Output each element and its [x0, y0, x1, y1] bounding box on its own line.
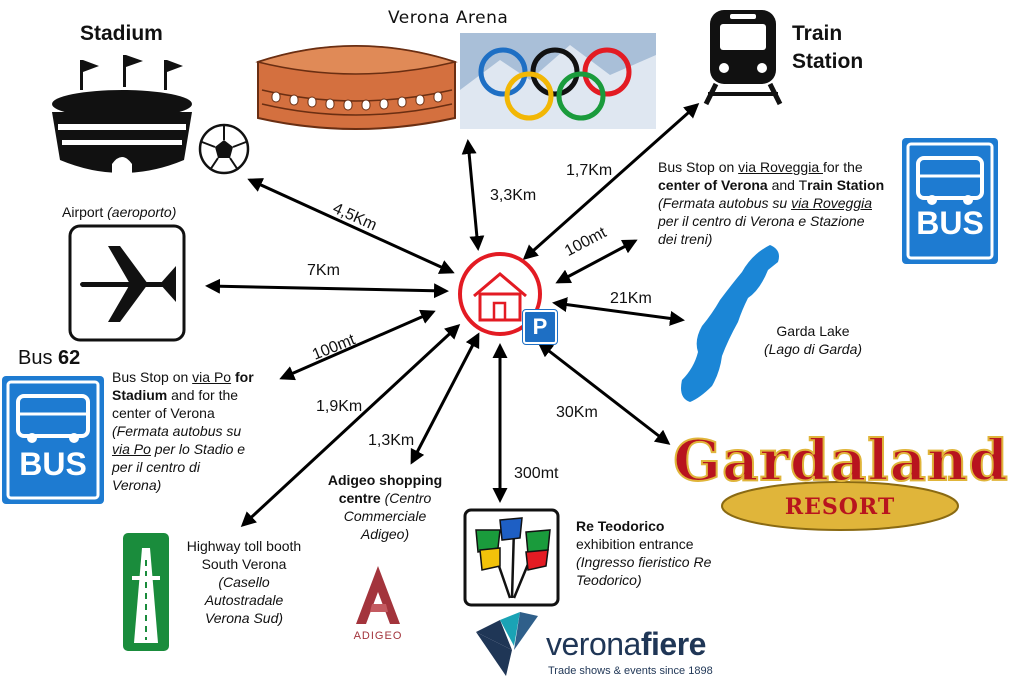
highway-label: Highway toll booth South Verona (Casello…: [174, 537, 314, 627]
teodorico-label: Re Teodorico exhibition entrance (Ingres…: [576, 517, 746, 589]
stadium-title: Stadium: [80, 22, 163, 45]
t: exhibition entrance: [576, 536, 694, 552]
adigeo-label: Adigeo shopping centre (Centro Commercia…: [322, 471, 448, 543]
t: per il centro di: [112, 459, 200, 475]
t: Bus Stop on: [658, 159, 739, 175]
arrow-adigeo: [410, 332, 480, 465]
t: for the: [823, 159, 863, 175]
motorway-sign-icon: [123, 533, 169, 651]
arena-title: Verona Arena: [388, 8, 509, 28]
t: rain Station: [807, 177, 885, 193]
t: Verona Sud): [204, 610, 284, 626]
distance-arena: 3,3Km: [490, 187, 537, 204]
arrow-arena: [461, 139, 485, 251]
olympic-rings-icon: [460, 33, 656, 129]
t: centre: [338, 490, 381, 506]
parking-badge: P: [522, 309, 558, 345]
via-roveggia-link: via Roveggia: [738, 159, 823, 175]
distance-gardaland: 30Km: [556, 404, 598, 421]
arrow-airport: [205, 278, 449, 299]
t: Stadium: [112, 387, 168, 403]
soccer-ball-icon: [198, 123, 250, 175]
t: per il centro di Verona e Stazione: [658, 213, 865, 229]
distance-train: 1,7Km: [566, 162, 613, 179]
distance-adigeo: 1,3Km: [368, 432, 415, 449]
t: fiere: [640, 626, 707, 662]
airport-title: Airport (aeroporto): [62, 203, 176, 221]
t: Autostradale: [204, 592, 284, 608]
t: South Verona: [201, 556, 287, 572]
t: Garda Lake: [776, 323, 850, 339]
t: Verona): [112, 477, 162, 493]
t: Airport: [62, 204, 108, 220]
distance-airport: 7Km: [307, 262, 340, 279]
arrow-gardaland: [537, 342, 671, 445]
adigeo-logo-text: ADIGEO: [353, 630, 403, 642]
lake-icon: [681, 245, 779, 402]
adigeo-logo: [338, 556, 418, 652]
t: Re Teodorico: [576, 518, 665, 534]
arrow-stadium: [247, 178, 455, 274]
arrow-garda: [552, 297, 685, 326]
train-title-line1: Train: [792, 22, 843, 45]
t: for: [231, 369, 254, 385]
gardaland-title: Gardaland: [672, 427, 1009, 495]
t: and T: [767, 177, 808, 193]
flags-icon: [463, 508, 560, 607]
t: Teodorico): [576, 572, 642, 588]
t: Commerciale: [343, 508, 427, 524]
veronafiere-tagline: Trade shows & events since 1898: [548, 665, 713, 677]
garda-label: Garda Lake (Lago di Garda): [758, 322, 868, 358]
gardaland-logo: [721, 481, 959, 531]
distance-teodorico: 300mt: [514, 465, 559, 482]
bus-sign-roveggia: [902, 138, 998, 264]
train-title: Train Station: [792, 20, 863, 76]
distance-highway: 1,9Km: [316, 398, 363, 415]
t: center of Verona: [658, 177, 768, 193]
arrow-train: [522, 103, 700, 260]
arena-icon: [255, 45, 458, 130]
airplane-icon: [68, 224, 186, 342]
t: Highway toll booth: [186, 538, 302, 554]
t: (Lago di Garda): [763, 341, 863, 357]
t: (aeroporto): [107, 204, 177, 220]
t: (Ingresso fieristico Re: [576, 554, 712, 570]
train-icon: [703, 10, 783, 106]
t: via Roveggia: [791, 195, 872, 211]
t: via Po: [112, 441, 151, 457]
bus-roveggia-description: Bus Stop on via Roveggia for the center …: [658, 158, 904, 248]
t: per lo Stadio e: [150, 441, 246, 457]
t: dei treni): [658, 231, 713, 247]
stadium-icon: [52, 55, 192, 182]
t: center of Verona: [112, 405, 215, 421]
veronafiere-mark: [476, 612, 538, 676]
bus-sign-po: [2, 376, 104, 504]
t: (Casello: [218, 574, 270, 590]
veronafiere-name: veronafiere: [546, 626, 706, 663]
train-title-line2: Station: [792, 50, 864, 73]
bus-62-title: Bus 62: [18, 347, 80, 370]
arrow-bus-roveggia: [555, 239, 638, 284]
gardaland-subtitle: RESORT: [784, 494, 896, 520]
t: 62: [58, 347, 81, 369]
t: (Fermata autobus su: [658, 195, 792, 211]
bus-po-description: Bus Stop on via Po for Stadium and for t…: [112, 368, 277, 494]
t: verona: [546, 626, 641, 662]
t: Bus Stop on: [112, 369, 193, 385]
bus-po-badge-text: BUS: [19, 446, 87, 482]
house-icon: [458, 252, 542, 336]
via-po-link: via Po: [192, 369, 232, 385]
t: (Fermata autobus su: [112, 423, 242, 439]
t: Adigeo): [360, 526, 410, 542]
t: and for the: [167, 387, 239, 403]
t: Bus: [18, 347, 59, 369]
t: Adigeo shopping: [327, 472, 443, 488]
bus-roveggia-badge-text: BUS: [916, 205, 984, 241]
distance-garda: 21Km: [610, 290, 652, 307]
t: (Centro: [380, 490, 432, 506]
